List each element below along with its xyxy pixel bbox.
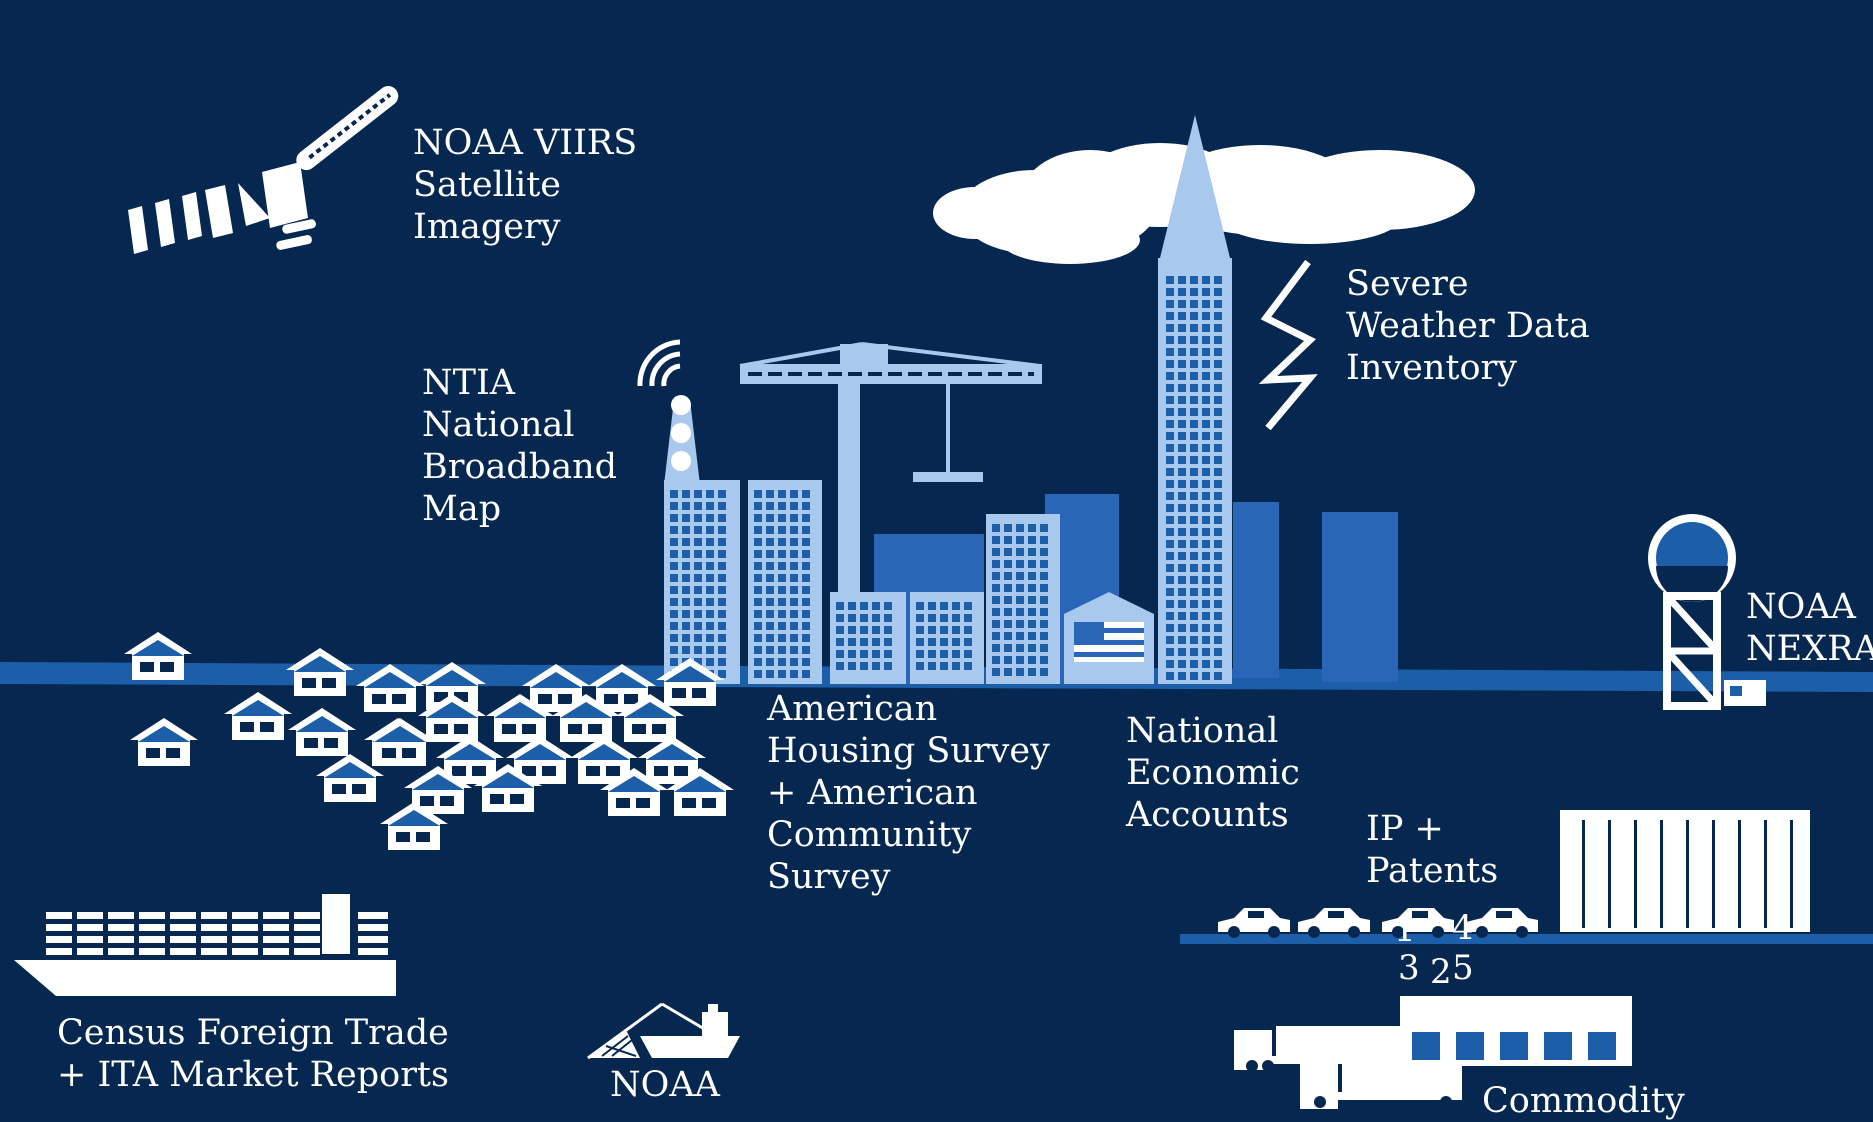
- house-icon: [486, 694, 554, 742]
- building-windows: [670, 276, 1222, 680]
- house-icon: [124, 632, 192, 680]
- truck-icon: [1234, 1026, 1462, 1109]
- warehouse-icon: [1560, 810, 1810, 932]
- house-icon: [638, 736, 706, 784]
- house-icon: [130, 718, 198, 766]
- house-icon: [356, 664, 424, 712]
- lightning-icon: [1258, 259, 1318, 431]
- car-number-5: 5: [1452, 948, 1474, 988]
- noaa-fish-label: NOAA: [610, 1065, 720, 1105]
- house-icon: [600, 768, 668, 816]
- house-icon: [666, 768, 734, 816]
- radar-tower-icon: [1648, 514, 1766, 710]
- house-icon: [474, 764, 542, 812]
- commodity-warehouse-icon: [1400, 996, 1632, 1066]
- car-number-2: 2: [1430, 952, 1452, 992]
- cargo-ship-icon: [14, 894, 396, 996]
- house-icon: [616, 694, 684, 742]
- cell-tower-icon: [637, 339, 700, 485]
- house-icon: [380, 802, 448, 850]
- car-number-1: 1: [1394, 910, 1416, 950]
- flag-icon: [1074, 622, 1144, 662]
- house-icon: [288, 708, 356, 756]
- house-icon: [656, 658, 724, 706]
- commodity-label: Commodity: [1482, 1081, 1685, 1121]
- capitol-building-icon: [1064, 592, 1154, 684]
- city-skyline-icon: [664, 115, 1398, 684]
- car-number-4: 4: [1452, 908, 1474, 948]
- car-icon: [1382, 908, 1454, 938]
- road-line: [1180, 934, 1873, 944]
- car-icon: [1466, 908, 1538, 938]
- ip-label: IP +Patents: [1366, 809, 1499, 891]
- crane-icon: [739, 342, 1042, 592]
- cars-group: [1218, 908, 1538, 938]
- trade-label: Census Foreign Trade+ ITA Market Reports: [57, 1013, 449, 1095]
- car-icon: [1218, 908, 1290, 938]
- car-icon: [1298, 908, 1370, 938]
- fishing-boat-icon: [587, 1002, 740, 1060]
- house-icon: [404, 766, 472, 814]
- house-icon: [224, 692, 292, 740]
- house-icon: [286, 648, 354, 696]
- house-icon: [418, 694, 486, 742]
- house-icon: [366, 718, 434, 766]
- houses-group: [124, 632, 734, 850]
- satellite-icon: [128, 86, 399, 254]
- car-number-3: 3: [1398, 948, 1420, 988]
- house-icon: [316, 754, 384, 802]
